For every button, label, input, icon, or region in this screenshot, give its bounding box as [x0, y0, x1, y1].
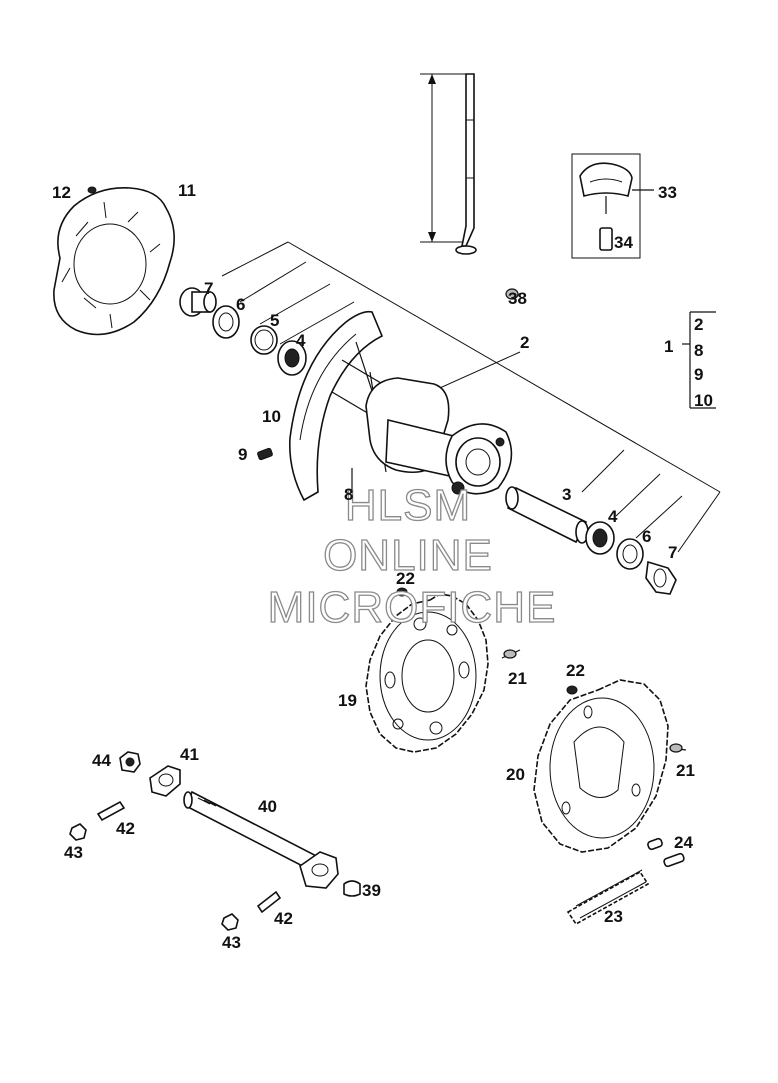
callout-22-top: 22: [396, 569, 415, 588]
callout-41: 41: [180, 745, 199, 764]
group-1-bracket: [682, 311, 716, 409]
watermark-line-2: ONLINE: [323, 531, 493, 580]
callout-3: 3: [562, 485, 571, 504]
callout-38: 38: [508, 289, 527, 308]
left-hub-parts: [179, 287, 307, 376]
small-parts: [505, 288, 519, 300]
spoke-drawing: [420, 73, 477, 255]
assembly-guide-lines: [221, 241, 721, 553]
callout-labels: 12 11 7 6 5 4 2 10 9 8 38 33 34 1 2 8 9 …: [52, 181, 713, 952]
callout-4-right: 4: [608, 507, 618, 526]
callout-4-left: 4: [296, 331, 306, 350]
callout-group-10: 10: [694, 391, 713, 410]
callout-10: 10: [262, 407, 281, 426]
callout-group-2: 2: [694, 315, 703, 334]
callout-6-left: 6: [236, 295, 245, 314]
callout-43-right: 43: [222, 933, 241, 952]
right-hub-parts: [505, 486, 677, 595]
callout-5: 5: [270, 311, 279, 330]
wheel-rim-hub: [257, 310, 513, 502]
callout-12: 12: [52, 183, 71, 202]
callout-42-left: 42: [116, 819, 135, 838]
callout-21-top: 21: [508, 669, 527, 688]
callout-6-right: 6: [642, 527, 651, 546]
callout-20: 20: [506, 765, 525, 784]
callout-39: 39: [362, 881, 381, 900]
sprocket-20: [533, 679, 687, 853]
sprocket-19: [365, 587, 521, 753]
callout-34: 34: [614, 233, 633, 252]
callout-44: 44: [92, 751, 111, 770]
watermark-line-3: MICROFICHE: [268, 583, 557, 632]
callout-22-bottom: 22: [566, 661, 585, 680]
brake-disc: [53, 186, 175, 336]
callout-42-right: 42: [274, 909, 293, 928]
callout-43-left: 43: [64, 843, 83, 862]
chain: [566, 837, 685, 926]
rear-axle-assembly: [69, 751, 361, 931]
callout-19: 19: [338, 691, 357, 710]
callout-11: 11: [178, 181, 196, 200]
callout-7-left: 7: [204, 279, 213, 298]
callout-group-9: 9: [694, 365, 703, 384]
watermark-line-1: HLSM: [345, 481, 471, 530]
callout-1: 1: [664, 337, 673, 356]
callout-8: 8: [344, 485, 353, 504]
callout-21-bottom: 21: [676, 761, 695, 780]
callout-33: 33: [658, 183, 677, 202]
callout-group-8: 8: [694, 341, 703, 360]
callout-24: 24: [674, 833, 693, 852]
callout-40: 40: [258, 797, 277, 816]
callout-9: 9: [238, 445, 247, 464]
callout-2: 2: [520, 333, 529, 352]
valve-box: [571, 153, 654, 259]
callout-23: 23: [604, 907, 623, 926]
watermark: HLSM ONLINE MICROFICHE: [267, 480, 557, 632]
callout-7-right: 7: [668, 543, 677, 562]
